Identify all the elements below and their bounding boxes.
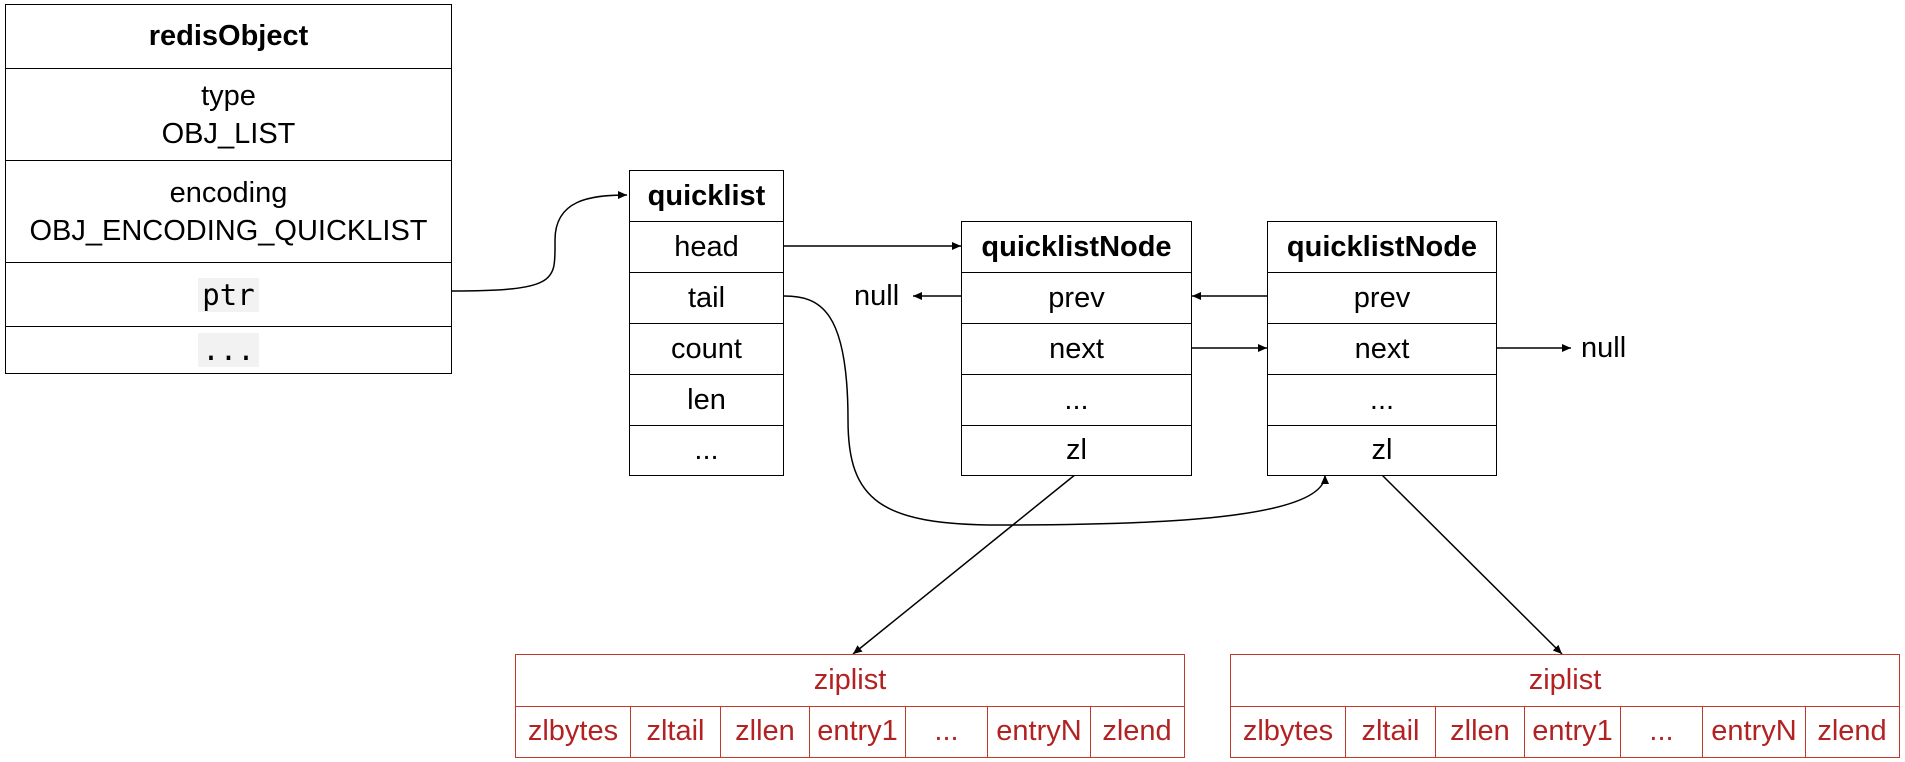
ziplist-2-cell-ellipsis: ... xyxy=(1621,706,1703,757)
quicklist-node-2: quicklistNode prev next ... zl xyxy=(1267,221,1497,476)
node2-title: quicklistNode xyxy=(1268,222,1496,273)
ziplist-1-title: ziplist xyxy=(516,655,1184,707)
node1-field-zl: zl xyxy=(1066,434,1087,466)
ziplist-2-title: ziplist xyxy=(1231,655,1899,707)
null-label-left: null xyxy=(854,280,900,312)
ellipsis-field: ... xyxy=(198,332,259,367)
ptr-field: ptr xyxy=(198,277,259,312)
node1-field-prev: prev xyxy=(962,273,1191,324)
quicklist-node-1: quicklistNode prev next ... zl xyxy=(961,221,1192,476)
quicklist-field-len: len xyxy=(630,375,783,426)
ziplist-1-cell-zltail: zltail xyxy=(631,706,721,757)
type-value: OBJ_LIST xyxy=(161,117,296,150)
encoding-label: encoding xyxy=(169,176,288,209)
type-label: type xyxy=(201,79,256,112)
ziplist-2-cell-entry1: entry1 xyxy=(1525,706,1621,757)
quicklist-field-tail: tail xyxy=(630,273,783,324)
ziplist-2-cell-entryN: entryN xyxy=(1703,706,1806,757)
node2-field-prev: prev xyxy=(1268,273,1496,324)
quicklist-field-ellipsis: ... xyxy=(694,434,719,466)
quicklist-box: quicklist head tail count len ... xyxy=(629,170,784,476)
ziplist-1-cell-entryN: entryN xyxy=(988,706,1091,757)
ziplist-2-cell-zltail: zltail xyxy=(1346,706,1436,757)
ziplist-1: ziplist zlbytes zltail zllen entry1 ... … xyxy=(515,654,1185,758)
encoding-value: OBJ_ENCODING_QUICKLIST xyxy=(29,214,428,247)
redis-object-type-cell: type OBJ_LIST xyxy=(6,69,451,161)
node2-field-zl: zl xyxy=(1371,434,1393,466)
node1-field-next: next xyxy=(962,324,1191,375)
ziplist-2: ziplist zlbytes zltail zllen entry1 ... … xyxy=(1230,654,1900,758)
ziplist-2-cell-zllen: zllen xyxy=(1436,706,1525,757)
ziplist-2-cell-zlend: zlend xyxy=(1817,715,1887,747)
node2-zl-to-ziplist2-arrow xyxy=(1380,473,1563,655)
node1-title: quicklistNode xyxy=(962,222,1191,273)
ptr-to-quicklist-arrow xyxy=(451,191,628,292)
node2-field-ellipsis: ... xyxy=(1268,375,1496,426)
node2-field-next: next xyxy=(1268,324,1496,375)
ziplist-1-cell-zlbytes: zlbytes xyxy=(516,706,631,757)
null-label-right: null xyxy=(1581,332,1627,364)
node1-field-ellipsis: ... xyxy=(962,375,1191,426)
ziplist-1-cell-zllen: zllen xyxy=(721,706,810,757)
redis-object-ellipsis-cell: ... xyxy=(6,327,451,372)
ziplist-1-cell-zlend: zlend xyxy=(1102,715,1172,747)
ziplist-1-cell-ellipsis: ... xyxy=(906,706,988,757)
tail-to-node2-arrow xyxy=(783,295,1329,526)
redis-object-title: redisObject xyxy=(6,5,451,69)
ziplist-1-cell-entry1: entry1 xyxy=(810,706,906,757)
quicklist-field-count: count xyxy=(630,324,783,375)
ziplist-2-cell-zlbytes: zlbytes xyxy=(1231,706,1346,757)
node1-zl-to-ziplist1-arrow xyxy=(852,473,1077,655)
quicklist-title: quicklist xyxy=(630,171,783,222)
redis-object-encoding-cell: encoding OBJ_ENCODING_QUICKLIST xyxy=(6,161,451,263)
redis-object-ptr-cell: ptr xyxy=(6,263,451,327)
quicklist-field-head: head xyxy=(630,222,783,273)
redis-object-box: redisObject type OBJ_LIST encoding OBJ_E… xyxy=(5,4,452,374)
